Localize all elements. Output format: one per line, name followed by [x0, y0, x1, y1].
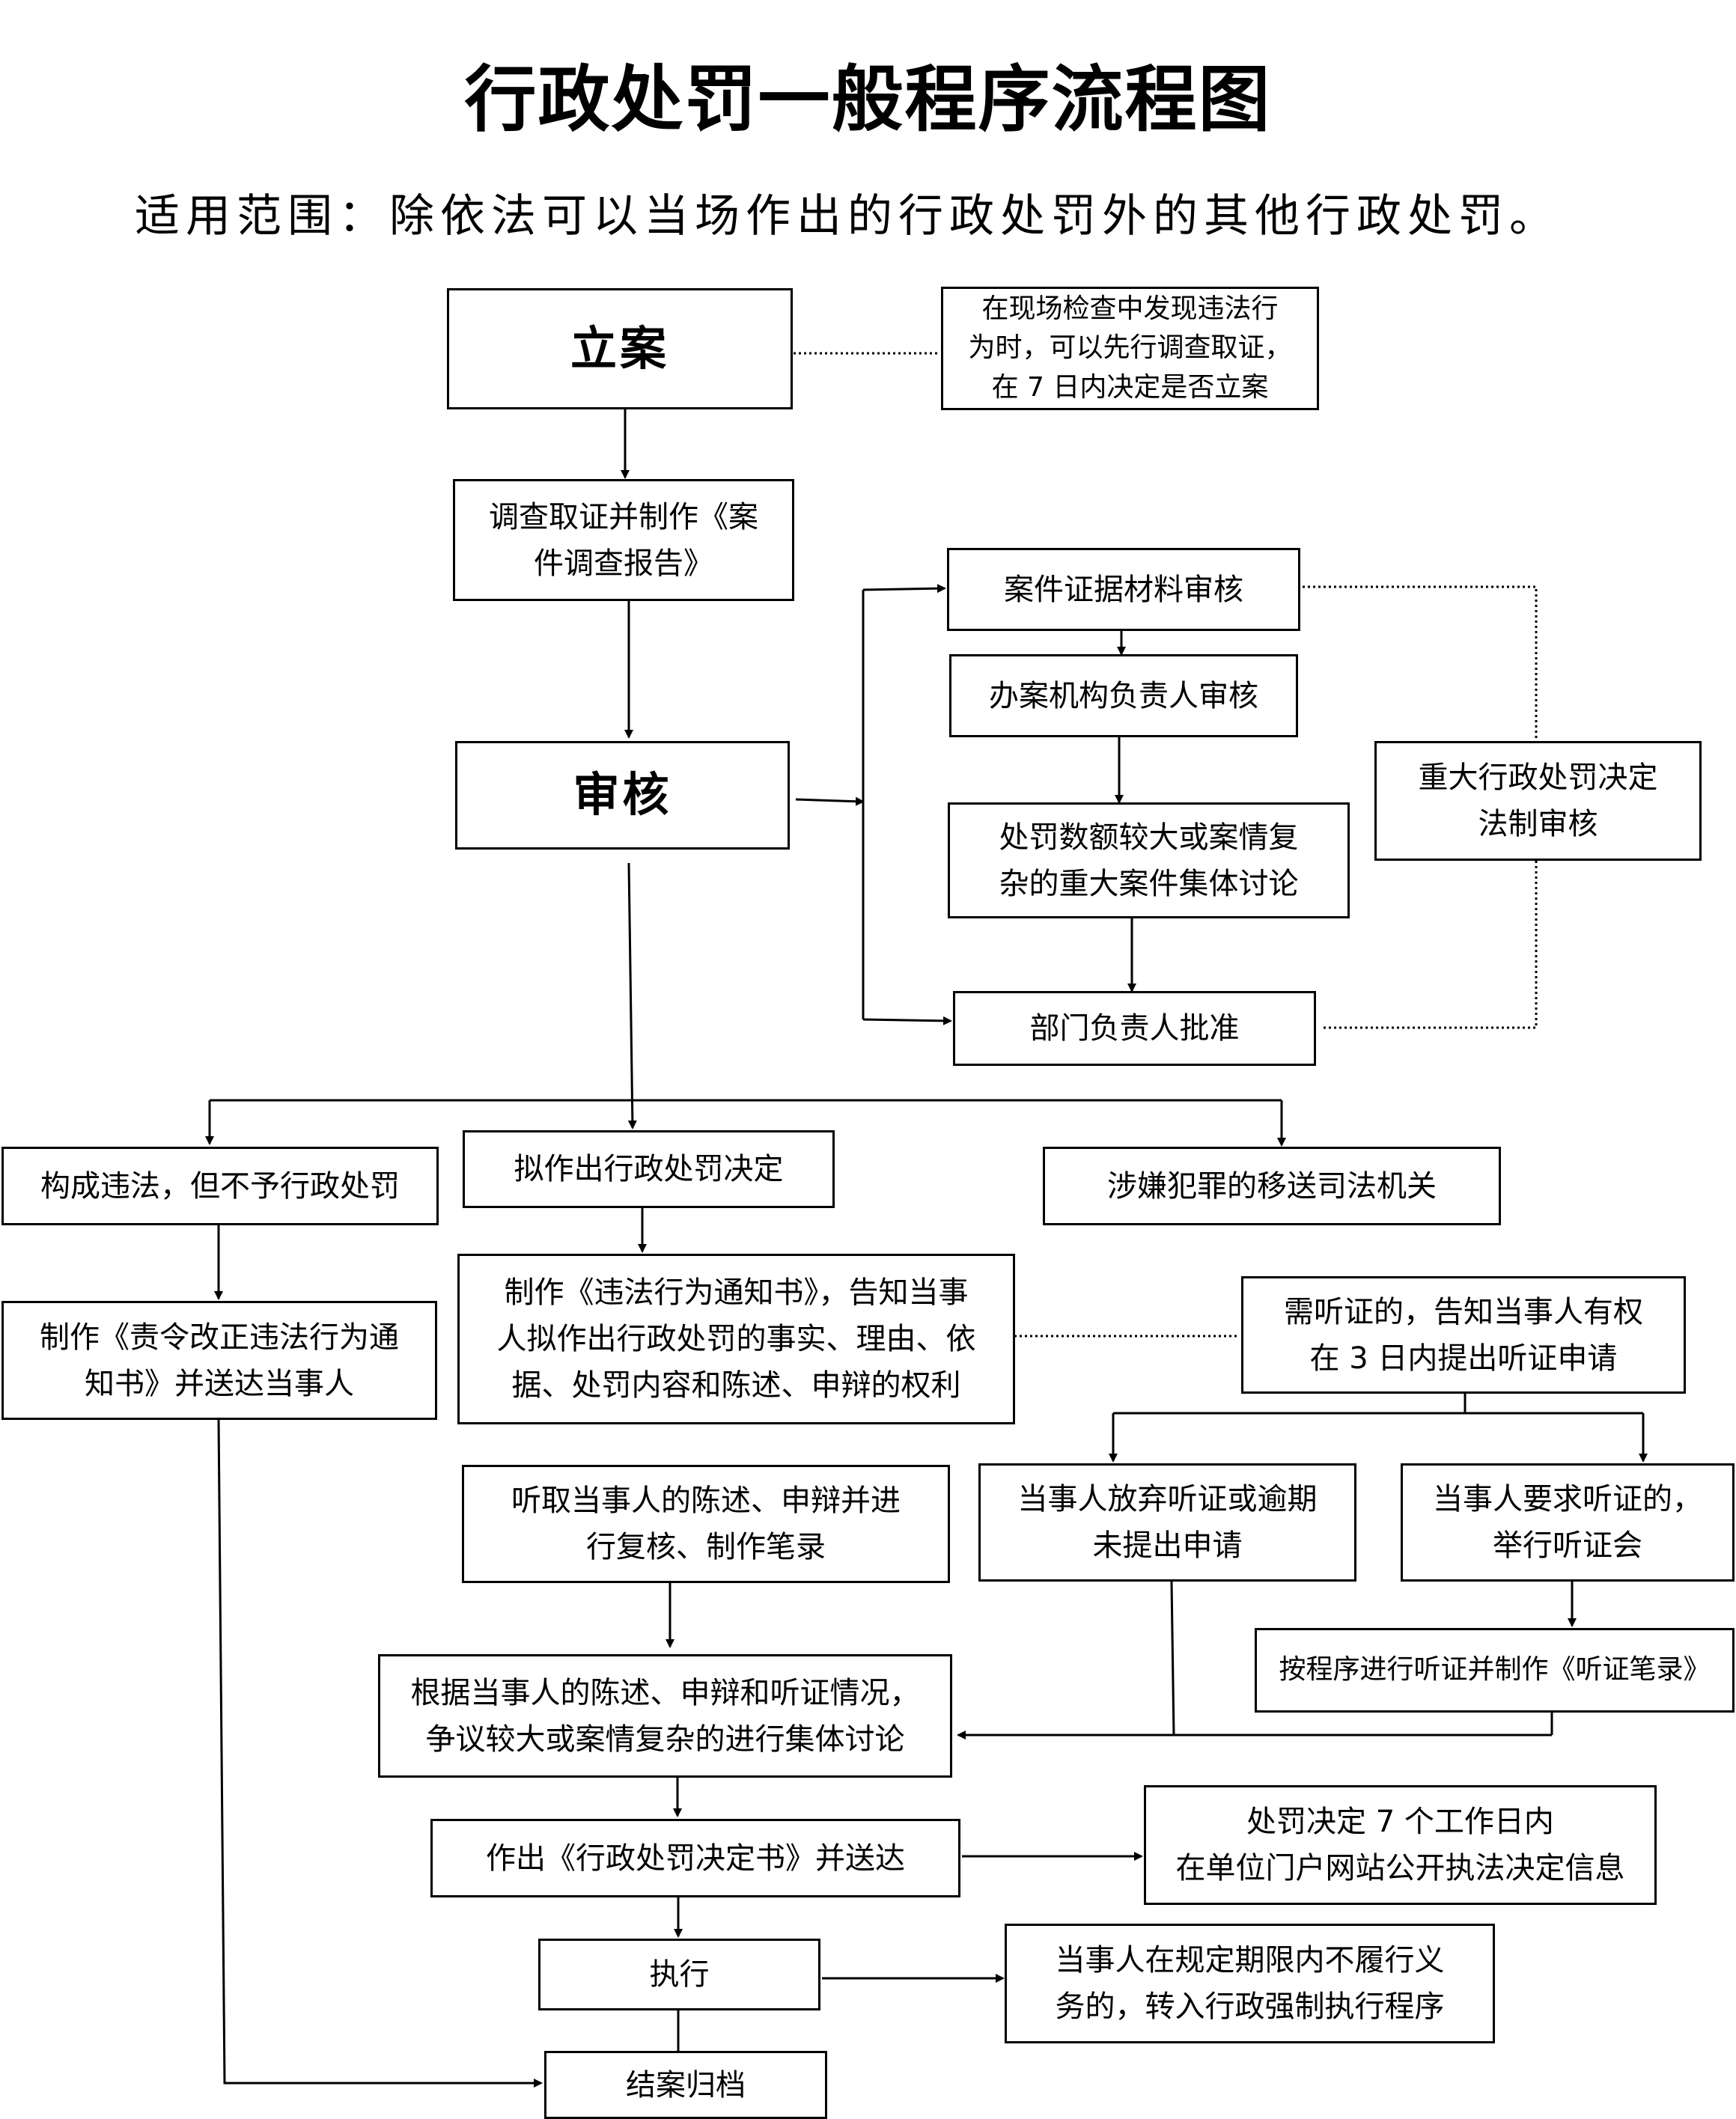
node-lian: 立案: [447, 288, 793, 409]
node-qiangzhi: 当事人在规定期限内不履行义 务的，转入行政强制执行程序: [1005, 1924, 1495, 2043]
dotted-connector: [1303, 585, 1538, 741]
node-zhixing: 执行: [538, 1939, 820, 2010]
node-fuzeren: 办案机构负责人审核: [949, 654, 1298, 737]
connector: [1170, 1581, 1175, 1736]
node-buyu: 构成违法，但不予行政处罚: [1, 1147, 439, 1225]
arrow: [795, 796, 865, 806]
node-gongkai: 处罚决定 7 个工作日内 在单位门户网站公开执法决定信息: [1144, 1785, 1657, 1905]
node-jiean: 结案归档: [544, 2051, 827, 2119]
node-shenhe: 审核: [455, 741, 790, 850]
node-nizuochu: 拟作出行政处罚决定: [463, 1130, 835, 1208]
arrow: [217, 1419, 543, 2088]
node-tongzhi: 制作《违法行为通知书》，告知当事 人拟作出行政处罚的事实、理由、依 据、处罚内容…: [457, 1254, 1015, 1424]
node-fangqi: 当事人放弃听证或逾期 未提出申请: [978, 1463, 1356, 1582]
node-zeling: 制作《责令改正违法行为通 知书》并送达当事人: [1, 1301, 437, 1420]
node-jiti2: 根据当事人的陈述、申辩和听证情况， 争议较大或案情复杂的进行集体讨论: [378, 1654, 952, 1778]
arrow: [862, 584, 946, 594]
node-pizhun: 部门负责人批准: [953, 991, 1316, 1066]
node-tingzheng-gaozhi: 需听证的，告知当事人有权 在 3 日内提出听证申请: [1241, 1276, 1686, 1394]
node-jiti: 处罚数额较大或案情复 杂的重大案件集体讨论: [948, 802, 1350, 918]
node-yisong: 涉嫌犯罪的移送司法机关: [1043, 1147, 1501, 1225]
node-lian-note: 在现场检查中发现违法行 为时，可以先行调查取证， 在 7 日内决定是否立案: [941, 287, 1319, 410]
arrow: [627, 862, 637, 1129]
page-title: 行政处罚一般程序流程图: [464, 57, 1272, 141]
node-jueding: 作出《行政处罚决定书》并送达: [430, 1819, 960, 1897]
dotted-connector: [1321, 861, 1538, 1029]
node-yaoqiu: 当事人要求听证的， 举行听证会: [1401, 1463, 1735, 1582]
node-cailiao: 案件证据材料审核: [947, 548, 1300, 631]
node-tingqu: 听取当事人的陈述、申辩并进 行复核、制作笔录: [462, 1465, 950, 1583]
node-tingzheng-bilu: 按程序进行听证并制作《听证笔录》: [1255, 1628, 1735, 1713]
node-fazhi: 重大行政处罚决定 法制审核: [1374, 741, 1702, 861]
scope-text: 适用范围：除依法可以当场作出的行政处罚外的其他行政处罚。: [135, 190, 1560, 243]
arrow: [862, 1016, 952, 1025]
node-diaocha: 调查取证并制作《案 件调查报告》: [453, 479, 794, 601]
